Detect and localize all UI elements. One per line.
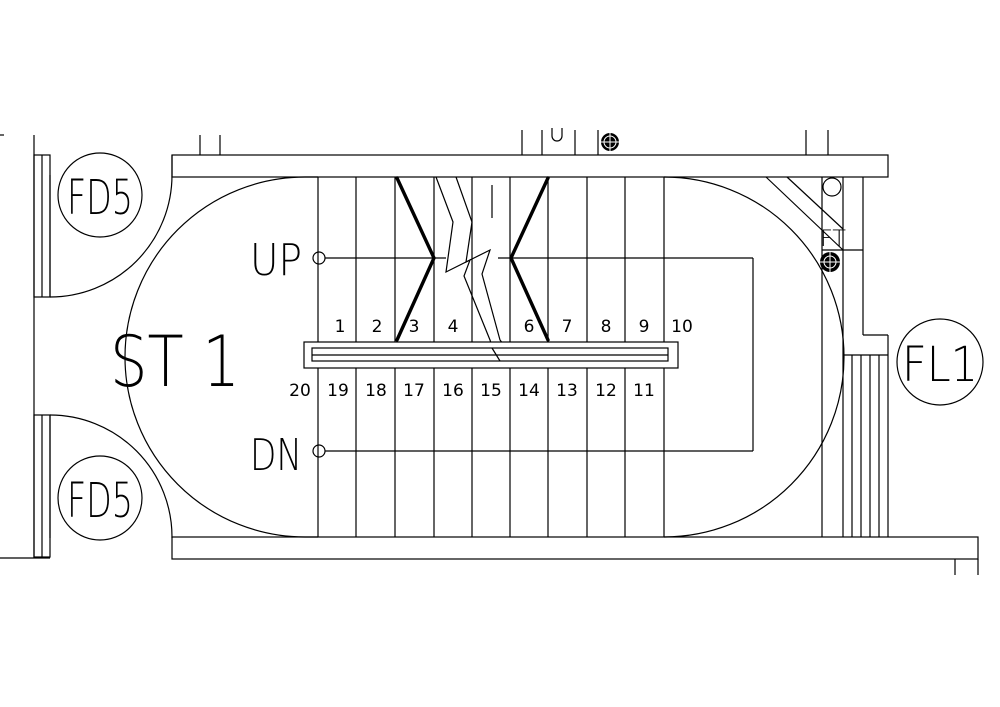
tread-number: 2 [372,317,383,337]
top-wall-fixtures [199,128,829,155]
fire-tag: FT [820,227,846,252]
down-label: DN [250,430,302,481]
tread-number: 20 [289,381,311,401]
tread-number: 4 [448,317,459,337]
floor-tag-circle [896,318,984,406]
central-handrail [303,341,679,369]
door-swing-bottom [49,414,173,539]
cut-line [395,176,550,359]
tread-number: 10 [671,317,693,337]
door-tag-top: FD5 [67,170,133,226]
bottom-wall [171,536,979,560]
door-tag-top-circle [57,152,143,238]
tread-number: 3 [409,317,420,337]
tread-number: 15 [480,381,502,401]
tread-number: 11 [633,381,655,401]
tread-number: 1 [335,317,346,337]
door-tag-bottom-circle [57,455,143,541]
tread-number: 18 [365,381,387,401]
tread-number: 16 [442,381,464,401]
walking-line [312,251,754,458]
tread-number: 8 [601,317,612,337]
stair-name: ST 1 [110,321,240,403]
right-structure [765,176,889,537]
left-wall [0,134,51,559]
top-wall [171,154,889,178]
tread-number: 19 [327,381,349,401]
sprinkler-icon [601,133,619,151]
tread-number: 7 [562,317,573,337]
tread-number: 12 [595,381,617,401]
floor-tag: FL1 [902,337,978,393]
tread-number: 13 [556,381,578,401]
upper-tread-numbers: 1 2 3 4 6 7 8 9 10 [335,317,693,337]
tread-number: 14 [518,381,540,401]
stair-enclosure [124,176,845,538]
fire-hydrant-icon [820,252,840,272]
tread-number: 6 [524,317,535,337]
door-tag-bottom: FD5 [67,473,133,529]
lower-tread-numbers: 20 19 18 17 16 15 14 13 12 11 [289,381,655,401]
up-label: UP [250,235,302,286]
tread-number: 9 [639,317,650,337]
tread-number: 17 [403,381,425,401]
